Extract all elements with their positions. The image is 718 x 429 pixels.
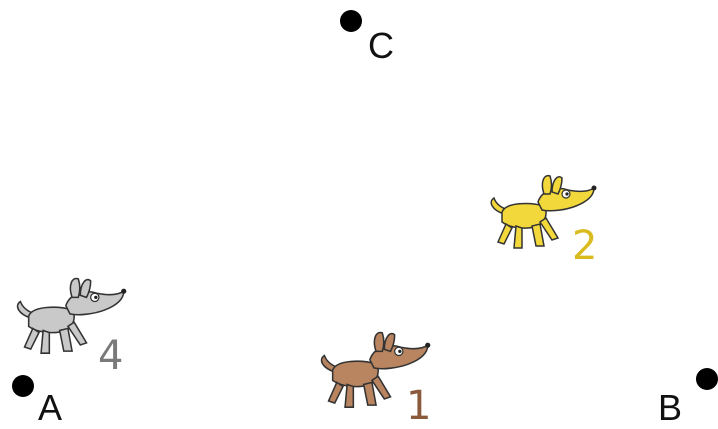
- point-b-dot: [696, 368, 718, 390]
- dog-2-number: 2: [572, 226, 597, 266]
- dog-4-number: 4: [98, 336, 123, 376]
- point-a-dot: [12, 375, 34, 397]
- dog-1-number: 1: [406, 386, 431, 426]
- point-c-label: C: [368, 28, 394, 64]
- point-b-label: B: [658, 390, 682, 426]
- point-a-label: A: [38, 390, 62, 426]
- point-c-dot: [340, 10, 362, 32]
